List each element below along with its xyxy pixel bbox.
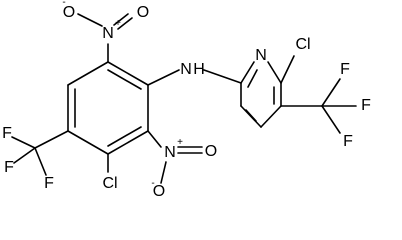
charge-nitro-top-minus: - xyxy=(62,0,65,8)
atom-cl-benzene: Cl xyxy=(102,175,117,192)
bond-ring-to-amine xyxy=(147,69,180,86)
bond-pyridine-4 xyxy=(260,105,282,128)
atom-nitro-top-o: O xyxy=(137,4,149,21)
bond-nitro-bottom-to-o-minus xyxy=(160,161,167,184)
atom-labels: O - N + O N H N Cl F F F F F F Cl N + O … xyxy=(2,0,371,200)
charge-nitro-bottom-minus: - xyxy=(151,178,154,189)
bond-benzene-4 xyxy=(67,130,109,155)
atom-pyridine-n: N xyxy=(255,47,267,64)
atom-cf3-left-f2: F xyxy=(4,159,14,176)
atom-nitro-top-o-minus: O xyxy=(63,4,75,21)
substituent-bonds xyxy=(11,13,357,184)
bond-pyridine-to-cl xyxy=(280,55,295,84)
bond-nitro-top-to-o-b xyxy=(113,13,129,26)
atom-nitro-bottom-o: O xyxy=(205,143,217,160)
atom-cf3-right-f1: F xyxy=(340,61,350,78)
bond-pyridine-1 xyxy=(240,61,255,84)
atom-cf3-right-f3: F xyxy=(343,133,353,150)
charge-nitro-bottom-plus: + xyxy=(177,137,183,148)
bond-benzene-double-2 xyxy=(107,126,142,147)
atom-nitro-bottom-n: N xyxy=(164,144,176,161)
bond-pyridine-double-3 xyxy=(245,109,257,122)
bond-cf3-right-f1 xyxy=(321,78,341,107)
bond-cf3-left-f1 xyxy=(11,136,36,149)
bond-nitro-top-to-o-minus xyxy=(77,13,103,27)
atom-nitro-top-n: N xyxy=(102,25,114,42)
bond-benzene-6 xyxy=(67,61,109,86)
atom-amine-h: H xyxy=(193,61,205,78)
bond-cf3-right-f3 xyxy=(321,105,341,134)
bond-cf3-left-f3 xyxy=(34,147,47,176)
benzene-ring xyxy=(67,61,149,155)
bond-benzene-1 xyxy=(107,61,149,86)
atom-cf3-right-f2: F xyxy=(361,97,371,114)
bond-cf3-left-f2 xyxy=(13,147,36,164)
bond-nitro-top-to-o-a xyxy=(117,17,133,30)
pyridine-ring xyxy=(240,61,282,128)
bond-benzene-double-1 xyxy=(107,69,142,90)
atom-nitro-bottom-o-minus: O xyxy=(153,183,165,200)
atom-cf3-left-f3: F xyxy=(44,175,54,192)
chemical-structure-diagram: O - N + O N H N Cl F F F F F F Cl N + O … xyxy=(2,0,371,200)
bond-ring-to-nitro-bottom xyxy=(147,130,162,148)
atom-amine-n: N xyxy=(180,61,192,78)
bond-ring-to-cf3-left xyxy=(34,130,69,149)
bond-amine-to-pyridine xyxy=(203,69,242,84)
bond-pyridine-double-1 xyxy=(247,69,258,88)
charge-nitro-top-plus: + xyxy=(115,18,121,29)
bond-benzene-3 xyxy=(107,130,149,155)
atom-cf3-left-f1: F xyxy=(2,125,12,142)
atom-cl-pyridine: Cl xyxy=(295,36,310,53)
bond-pyridine-2 xyxy=(267,61,282,84)
